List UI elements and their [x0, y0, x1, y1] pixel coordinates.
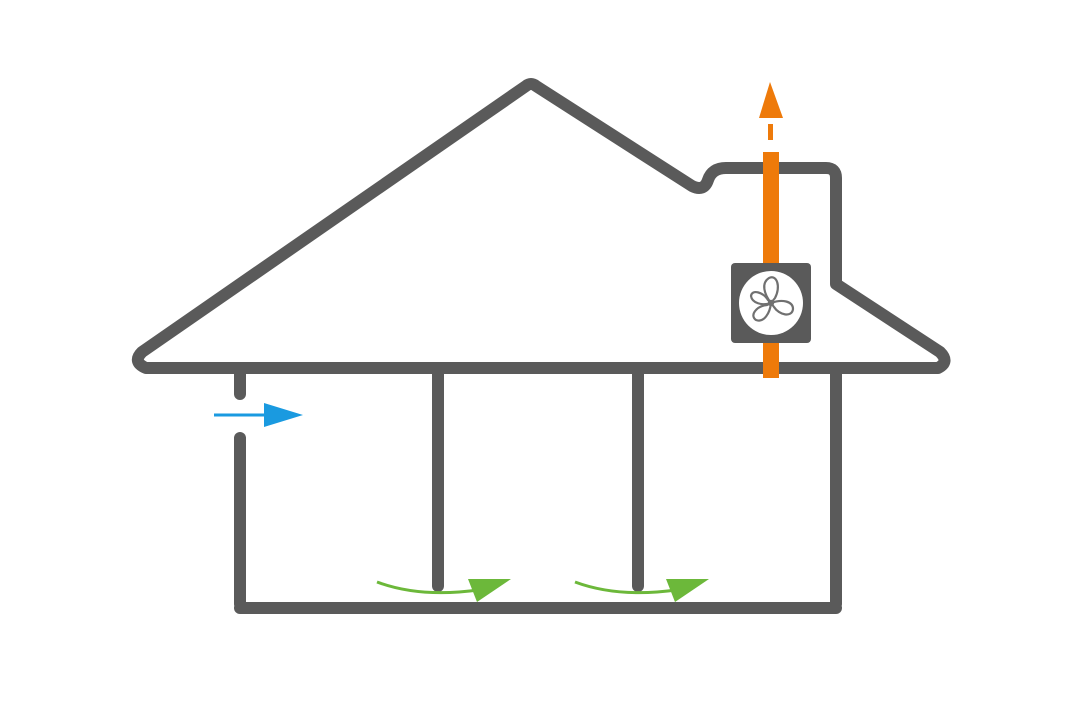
curved-arrow-shaft — [376, 580, 479, 595]
transfer-arrow-left — [376, 579, 511, 602]
transfer-arrow-right — [574, 579, 709, 602]
curved-arrow-icon — [666, 579, 709, 602]
fan-icon — [749, 276, 795, 322]
curved-arrow-icon — [468, 579, 511, 602]
exhaust-duct-lower — [763, 340, 779, 378]
exhaust-duct — [759, 82, 783, 378]
arrow-up-icon — [759, 82, 783, 118]
house-outline — [131, 78, 951, 614]
arrow-right-icon — [264, 403, 303, 427]
roof-outline — [131, 78, 951, 374]
intake-arrow — [214, 403, 303, 427]
fan-unit — [731, 263, 811, 343]
exhaust-dash — [768, 124, 773, 140]
curved-arrow-shaft — [574, 580, 677, 595]
exhaust-duct-upper — [763, 152, 779, 264]
